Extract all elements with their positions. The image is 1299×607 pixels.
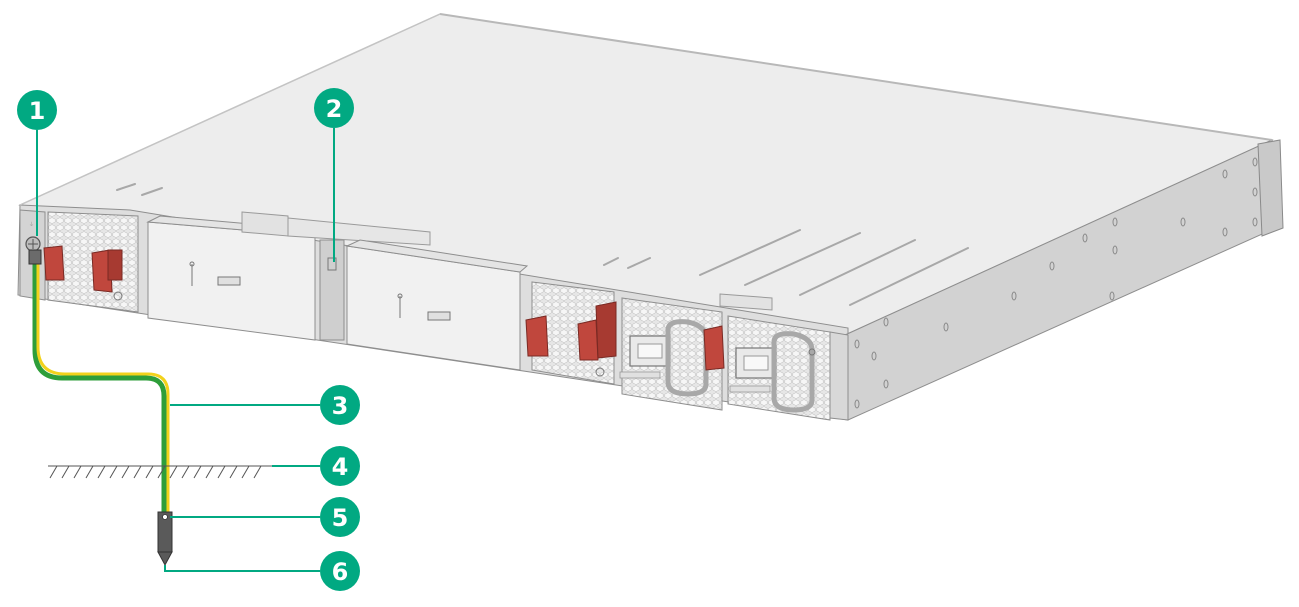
ground-rod xyxy=(157,511,173,567)
svg-text:6: 6 xyxy=(332,558,349,586)
callout-4: 4 xyxy=(320,446,360,486)
svg-text:4: 4 xyxy=(332,453,349,481)
ground-lug xyxy=(28,249,42,265)
power-module-1[interactable] xyxy=(619,297,725,411)
grounding-cable xyxy=(32,253,170,519)
svg-text:2: 2 xyxy=(326,95,343,123)
callout-leaders xyxy=(36,128,335,572)
svg-text:1: 1 xyxy=(29,97,46,125)
ground-symbol-icon: ⏚ xyxy=(29,221,34,228)
interface-slot-2[interactable] xyxy=(345,239,529,371)
callout-1: 1 xyxy=(17,90,57,130)
svg-text:5: 5 xyxy=(332,504,349,532)
fan-tray-left-latch[interactable] xyxy=(43,245,123,293)
side-screw-holes xyxy=(854,157,1258,409)
slot-divider xyxy=(319,239,345,341)
callout-6: 6 xyxy=(320,551,360,591)
callout-5: 5 xyxy=(320,497,360,537)
handle-icon[interactable] xyxy=(771,331,815,413)
callout-3: 3 xyxy=(320,385,360,425)
ground-surface-hatch xyxy=(48,465,272,479)
handle-icon[interactable] xyxy=(665,319,709,397)
switch-chassis: ⏚ xyxy=(17,13,1284,421)
svg-text:3: 3 xyxy=(332,392,349,420)
power-module-2[interactable] xyxy=(719,293,831,421)
fan-tray-right-latch[interactable] xyxy=(525,301,617,361)
psu-label-panel xyxy=(829,331,849,421)
rack-ear xyxy=(1257,139,1284,237)
handle-icon[interactable] xyxy=(217,276,241,286)
top-vent-slots xyxy=(116,183,969,306)
callout-2: 2 xyxy=(314,88,354,128)
